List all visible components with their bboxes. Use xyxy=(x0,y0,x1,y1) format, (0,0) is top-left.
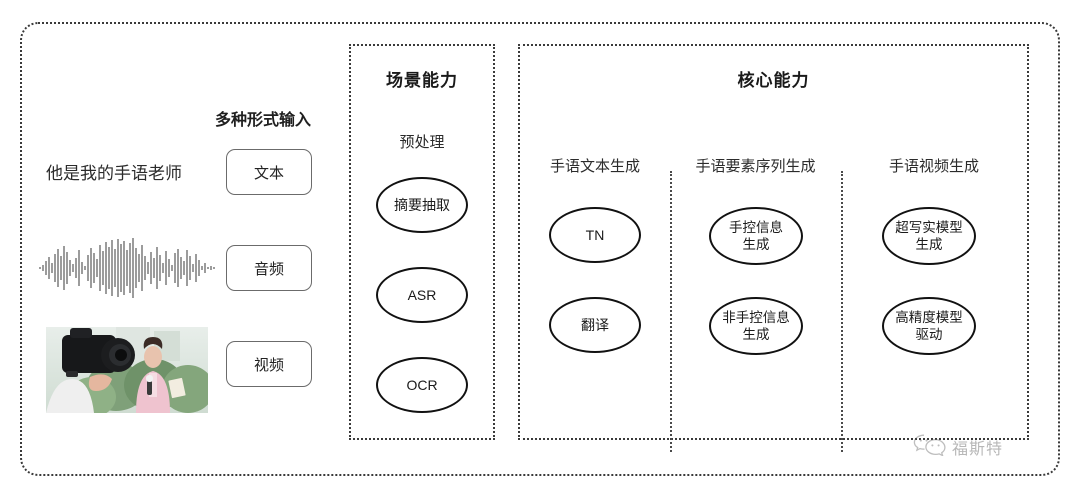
core-column-label-video-generation: 手语视频生成 xyxy=(888,158,979,175)
scene-node-summary-extraction[interactable]: 摘要抽取 xyxy=(376,177,468,233)
audio-waveform-icon xyxy=(38,236,218,300)
input-section-title: 多种形式输入 xyxy=(215,112,312,129)
input-modality-audio-label: 音频 xyxy=(253,260,284,278)
core-capability-group: 核心能力 手语文本生成 TN 翻译 手语要素序列生成 手控信息 生成 非手控信息… xyxy=(518,44,1029,452)
video-thumbnail-icon xyxy=(46,327,208,413)
scene-capability-group: 场景能力 预处理 摘要抽取 ASR OCR xyxy=(349,44,495,440)
scene-capability-title: 场景能力 xyxy=(386,71,458,90)
input-modality-video-button[interactable]: 视频 xyxy=(226,341,312,387)
input-modality-audio-button[interactable]: 音频 xyxy=(226,245,312,291)
core-node-tn[interactable]: TN xyxy=(549,207,641,263)
core-capability-title: 核心能力 xyxy=(737,71,810,90)
scene-column-label-preprocess: 预处理 xyxy=(399,134,445,151)
core-node-translation[interactable]: 翻译 xyxy=(549,297,641,353)
scene-node-asr[interactable]: ASR xyxy=(376,267,468,323)
core-column-divider-2 xyxy=(841,171,843,452)
input-modality-video-label: 视频 xyxy=(253,356,284,374)
outer-frame xyxy=(20,22,1060,476)
core-node-nonmanual-feature-generation[interactable]: 非手控信息 生成 xyxy=(709,297,803,355)
watermark-text: 福斯特 xyxy=(952,440,1004,458)
core-node-manual-feature-generation[interactable]: 手控信息 生成 xyxy=(709,207,803,265)
core-node-high-precision-model-driving[interactable]: 高精度模型 驱动 xyxy=(882,297,976,355)
wechat-bubbles-icon xyxy=(913,432,947,461)
core-column-label-element-sequence: 手语要素序列生成 xyxy=(695,158,816,175)
input-sample-text: 他是我的手语老师 xyxy=(46,164,182,183)
core-column-divider-1 xyxy=(670,171,672,452)
watermark: 福斯特 xyxy=(913,432,1003,461)
input-modality-text-button[interactable]: 文本 xyxy=(226,149,312,195)
core-node-hyperrealistic-model-generation[interactable]: 超写实模型 生成 xyxy=(882,207,976,265)
input-modality-text-label: 文本 xyxy=(253,164,284,182)
core-column-label-text-generation: 手语文本生成 xyxy=(549,158,640,175)
scene-node-ocr[interactable]: OCR xyxy=(376,357,468,413)
